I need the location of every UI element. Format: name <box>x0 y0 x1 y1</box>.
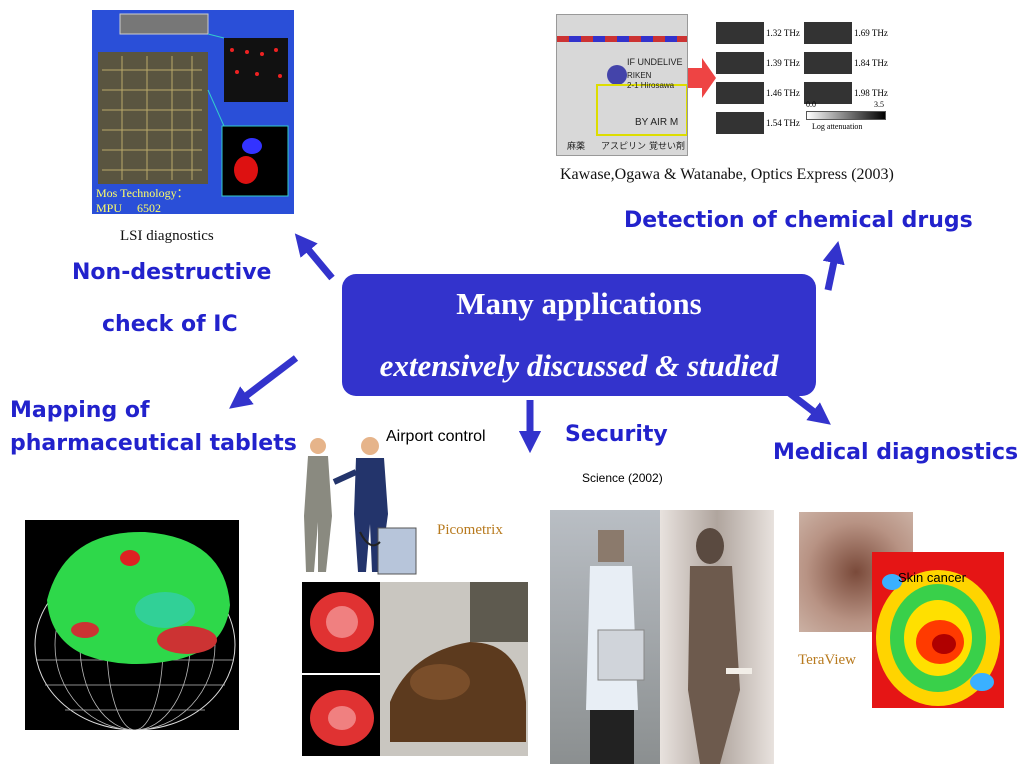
thz-cell-2 <box>716 52 764 74</box>
teraview-caption: TeraView <box>798 652 857 668</box>
thz-cell-1 <box>716 22 764 44</box>
label-security: Security <box>565 422 668 447</box>
envelope-text-4: BY AIR M <box>635 117 679 128</box>
ic-chip-image: Mos Technology： MPU 6502 <box>92 10 294 215</box>
label-medical: Medical diagnostics <box>773 440 1019 465</box>
shoe-thz-image <box>302 582 528 756</box>
thz-label-5: 1.46 THz <box>766 88 800 98</box>
center-title-line1: Many applications <box>456 286 702 321</box>
envelope-jp-3: 覚せい剤 <box>649 141 686 151</box>
thz-scale-label: Log attenuation <box>812 122 863 131</box>
thz-label-1: 1.32 THz <box>766 28 800 38</box>
thz-scale-max: 3.5 <box>874 100 884 109</box>
lsi-caption: LSI diagnostics <box>120 228 214 244</box>
thz-cell-7 <box>804 82 852 104</box>
label-non-destructive-2: check of IC <box>102 312 238 337</box>
mos-caption-1: Mos Technology： <box>96 186 189 200</box>
envelope-image: IF UNDELIVE RIKEN 2-1 Hirosawa BY AIR M … <box>556 14 688 156</box>
thz-label-6: 1.98 THz <box>854 88 888 98</box>
arrow-to-tablets <box>229 355 299 409</box>
label-airport: Airport control <box>386 428 486 445</box>
center-title-line2: extensively discussed & studied <box>379 348 779 383</box>
thz-cell-3 <box>716 82 764 104</box>
thz-scale-min: 0.0 <box>806 100 816 109</box>
envelope-jp-2: アスピリン <box>601 141 647 151</box>
center-title-box: Many applications extensively discussed … <box>342 274 816 396</box>
skin-cancer-caption: Skin cancer <box>898 570 966 585</box>
arrow-to-ic <box>294 233 335 281</box>
envelope-text-1: IF UNDELIVE <box>627 57 683 67</box>
envelope-text-3: 2-1 Hirosawa <box>627 81 675 90</box>
label-chemical-drugs: Detection of chemical drugs <box>624 208 973 233</box>
red-arrow-icon <box>688 58 716 98</box>
arrow-to-drugs <box>822 241 845 291</box>
thz-label-4: 1.84 THz <box>854 58 888 68</box>
thz-label-3: 1.39 THz <box>766 58 800 68</box>
thz-label-7: 1.54 THz <box>766 118 800 128</box>
label-mapping-1: Mapping of <box>10 398 150 423</box>
thz-label-2: 1.69 THz <box>854 28 888 38</box>
thz-image-grid: 1.32 THz 1.69 THz 1.39 THz 1.84 THz 1.46… <box>716 18 906 136</box>
shoe-thz-scan <box>302 582 380 756</box>
thz-cell-5 <box>804 22 852 44</box>
thz-scale-bar <box>806 111 886 120</box>
thz-cell-6 <box>804 52 852 74</box>
skin-cancer-thz-image: Skin cancer <box>872 552 1004 708</box>
envelope-text-2: RIKEN <box>627 71 652 80</box>
thz-cell-4 <box>716 112 764 134</box>
mos-caption-2: MPU 6502 <box>96 201 162 215</box>
picometrix-caption: Picometrix <box>437 522 503 538</box>
envelope-jp-1: 麻薬 <box>567 141 586 151</box>
security-thz-image <box>550 510 774 764</box>
arrow-to-medical <box>785 389 831 425</box>
kawase-caption: Kawase,Ogawa & Watanabe, Optics Express … <box>560 166 894 183</box>
airport-people-illustration <box>300 432 420 577</box>
tablet-mapping-image <box>25 520 239 730</box>
science-caption: Science (2002) <box>582 471 663 485</box>
label-non-destructive-1: Non-destructive <box>72 260 272 285</box>
label-mapping-2: pharmaceutical tablets <box>10 431 297 456</box>
